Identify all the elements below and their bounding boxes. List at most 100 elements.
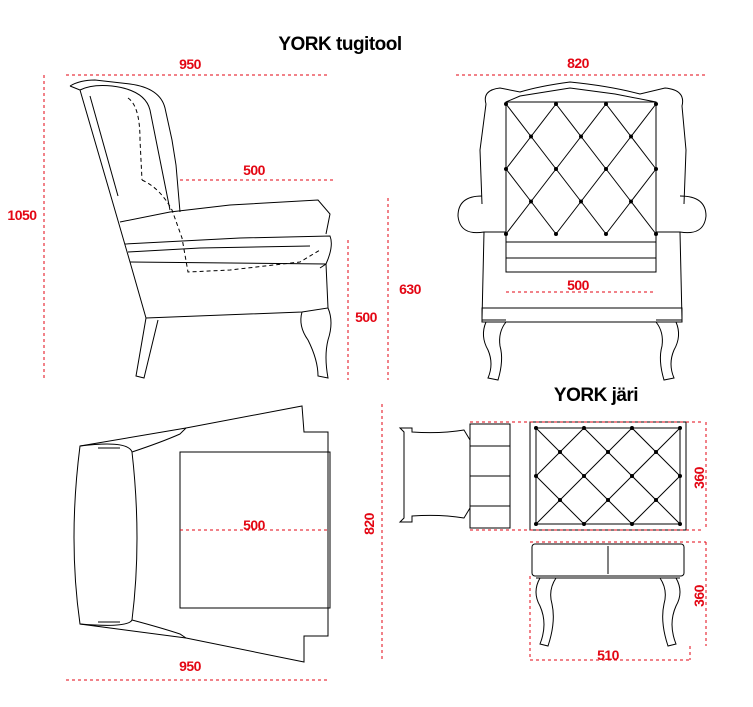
tuft-seam: [535, 475, 561, 501]
dim-front-seat-width: 500: [567, 277, 590, 293]
dimension-labels: 950 1050 500 500 820 630 500 500 820 950…: [7, 55, 707, 674]
tuft-button: [529, 199, 533, 204]
tuft-seam: [630, 201, 657, 235]
tuft-seam: [630, 136, 657, 170]
dim-top-width: 950: [179, 658, 202, 674]
tuft-seam: [535, 499, 561, 525]
footstool-front-view: [531, 543, 685, 647]
tuft-seam: [605, 168, 632, 202]
tuft-seam: [505, 103, 532, 137]
tuft-seam: [505, 168, 532, 202]
tuft-button: [579, 199, 583, 204]
tuft-seam: [535, 427, 561, 453]
tuft-seam: [607, 427, 633, 453]
tuft-button: [630, 474, 634, 478]
tuft-button: [554, 167, 558, 171]
tuft-seam: [655, 451, 681, 477]
tuft-seam: [505, 201, 532, 235]
tuft-button: [582, 522, 586, 526]
tuft-button: [534, 474, 538, 478]
dim-stool-width: 510: [597, 647, 620, 663]
tuft-button: [579, 134, 583, 139]
dim-front-width: 820: [567, 55, 590, 71]
footstool-title: YORK järi: [554, 385, 638, 406]
tuft-button: [630, 522, 634, 526]
armchair-top-view: [73, 405, 331, 663]
dim-top-seat-depth: 500: [243, 517, 266, 533]
tuft-seam: [580, 201, 607, 235]
tuft-button: [504, 232, 508, 236]
tuft-seam: [631, 451, 657, 477]
tuft-seam: [555, 168, 582, 202]
tuft-seam: [559, 499, 585, 525]
tuft-seam: [580, 136, 607, 170]
tuft-button: [604, 167, 608, 171]
tuft-button: [629, 199, 633, 204]
tuft-seam: [555, 103, 582, 137]
tuft-button: [630, 426, 634, 430]
tuft-seam: [607, 499, 633, 525]
footstool-side-view: [398, 423, 511, 529]
tuft-button: [554, 232, 558, 236]
dim-side-width: 950: [179, 56, 202, 72]
tuft-button: [534, 426, 538, 430]
tuft-button: [678, 522, 682, 526]
tuft-seam: [559, 475, 585, 501]
dim-stool-height: 360: [691, 584, 707, 607]
tuft-seam: [530, 201, 557, 235]
tuft-button: [558, 450, 562, 454]
tuft-button: [504, 102, 508, 106]
tuft-button: [654, 450, 658, 454]
tuft-button: [529, 134, 533, 139]
tuft-seam: [583, 451, 609, 477]
tuft-seam: [630, 168, 657, 202]
tuft-button: [606, 450, 610, 454]
footstool-top-view: [529, 421, 687, 531]
tuft-button: [654, 232, 658, 236]
tuft-button: [654, 498, 658, 502]
tuft-button: [582, 426, 586, 430]
tuft-seam: [631, 427, 657, 453]
tuft-seam: [555, 136, 582, 170]
dim-side-seat-depth: 500: [243, 162, 266, 178]
armchair-title: YORK tugitool: [278, 34, 401, 55]
tuft-seam: [630, 103, 657, 137]
tuft-seam: [580, 103, 607, 137]
tuft-seam: [605, 201, 632, 235]
armchair-side-view: [69, 79, 332, 379]
tuft-seam: [605, 136, 632, 170]
tuft-seam: [631, 499, 657, 525]
dim-side-height: 1050: [7, 207, 37, 223]
dim-front-arm-height: 630: [399, 281, 422, 297]
tuft-button: [604, 102, 608, 106]
dim-side-seat-height: 500: [355, 309, 378, 325]
tuft-seam: [607, 475, 633, 501]
tuft-seam: [655, 499, 681, 525]
tuft-seam: [555, 201, 582, 235]
tuft-seam: [655, 475, 681, 501]
tuft-button: [606, 498, 610, 502]
tuft-seam: [530, 168, 557, 202]
tuft-seam: [530, 136, 557, 170]
tuft-seam: [583, 427, 609, 453]
tuft-button: [654, 102, 658, 106]
tuft-button: [604, 232, 608, 236]
tuft-button: [678, 426, 682, 430]
tuft-button: [558, 498, 562, 502]
tuft-seam: [631, 475, 657, 501]
tuft-button: [629, 134, 633, 139]
tuft-seam: [559, 427, 585, 453]
tuft-button: [582, 474, 586, 478]
tufting-pattern: [504, 102, 682, 526]
tuft-seam: [535, 451, 561, 477]
tuft-seam: [505, 136, 532, 170]
tuft-button: [554, 102, 558, 106]
tuft-seam: [530, 103, 557, 137]
tuft-seam: [559, 451, 585, 477]
dimension-lines: [43, 74, 707, 681]
tuft-seam: [580, 168, 607, 202]
tuft-button: [534, 522, 538, 526]
tuft-seam: [607, 451, 633, 477]
tuft-button: [504, 167, 508, 171]
